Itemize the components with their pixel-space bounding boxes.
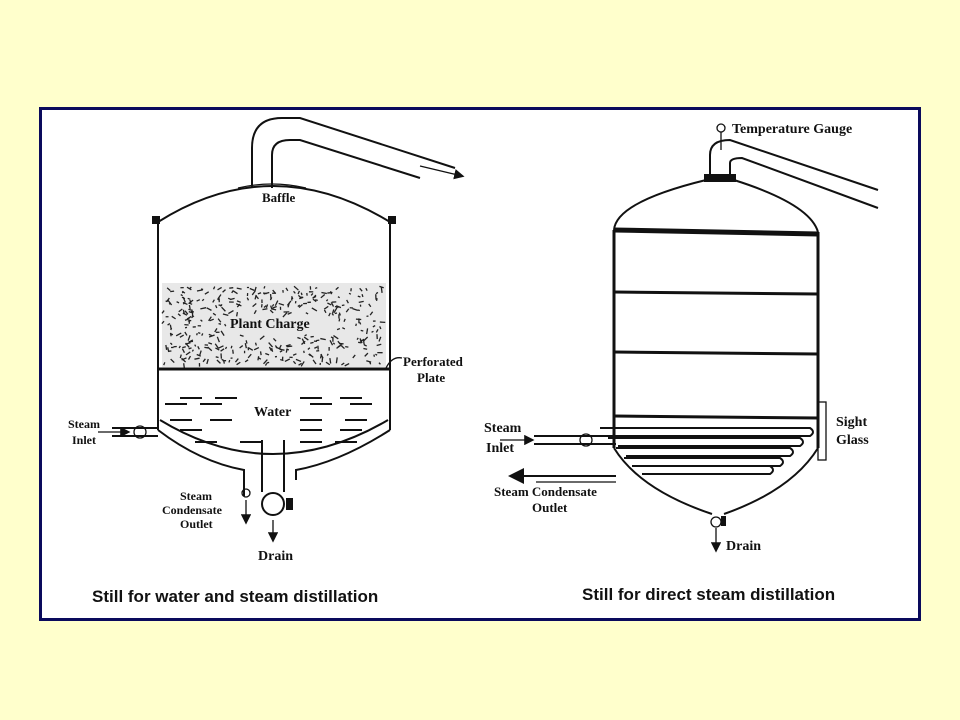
- plant-charge-texture: [161, 285, 386, 369]
- label-temperature-gauge: Temperature Gauge: [732, 122, 852, 137]
- right-vapor-pipe-bot: [729, 156, 879, 209]
- shelf-3: [613, 414, 819, 420]
- sight-glass: [817, 401, 827, 461]
- label-condensate-3: Outlet: [180, 517, 213, 531]
- perforated-leader: [385, 357, 403, 369]
- right-drain-valve: [710, 516, 722, 528]
- left-vapor-pipe-outer: [251, 117, 456, 188]
- left-vapor-pipe-inner: [271, 139, 421, 188]
- drain-valve-handle: [286, 498, 293, 510]
- label-condensate-1: Steam: [180, 489, 212, 503]
- steam-coils: [600, 427, 814, 475]
- lid-clamp-right: [388, 216, 396, 224]
- vapor-out-arrow: [419, 165, 465, 180]
- label-right-steam-2: Inlet: [486, 441, 514, 456]
- caption-left: Still for water and steam distillation: [92, 587, 378, 606]
- right-drain-handle: [721, 516, 726, 526]
- inner-bottom: [159, 419, 389, 455]
- right-vapor-pipe-top: [709, 138, 879, 191]
- right-dome-left: [613, 179, 707, 231]
- label-steam-inlet-1: Steam: [68, 417, 100, 431]
- neck-flange: [704, 174, 736, 182]
- temperature-gauge-bulb: [716, 123, 726, 133]
- label-sight-2: Glass: [836, 433, 869, 448]
- label-sight-1: Sight: [836, 415, 867, 430]
- label-perforated-1: Perforated: [403, 354, 464, 369]
- label-baffle: Baffle: [262, 190, 295, 205]
- label-steam-inlet-2: Inlet: [72, 433, 96, 447]
- lid-clamp-left: [152, 216, 160, 224]
- baffle-plate: [237, 183, 307, 189]
- label-water: Water: [254, 405, 291, 420]
- right-cone-right: [723, 447, 819, 515]
- condensate-valve: [241, 488, 251, 498]
- shelf-2: [613, 350, 819, 356]
- label-perforated-2: Plate: [417, 370, 445, 385]
- left-bottom-left: [157, 429, 245, 480]
- left-still: Baffle Plant Charge Perforated Plate Wat…: [68, 117, 465, 606]
- label-condensate-2: Condensate: [162, 503, 223, 517]
- label-right-drain: Drain: [726, 539, 761, 554]
- shelf-1: [613, 290, 819, 296]
- label-right-condensate-2: Outlet: [532, 500, 568, 515]
- right-dome-right: [733, 179, 819, 233]
- drain-valve: [261, 492, 285, 516]
- label-plant-charge: Plant Charge: [230, 317, 310, 332]
- right-steam-valve: [579, 433, 593, 447]
- left-bottom-right: [295, 429, 391, 480]
- label-right-steam-1: Steam: [484, 421, 522, 436]
- steam-inlet-valve: [133, 425, 147, 439]
- label-drain: Drain: [258, 549, 293, 564]
- right-cone-left: [613, 447, 713, 515]
- right-still: Temperature Gauge Sight Glass Steam Inle…: [484, 122, 879, 604]
- label-right-condensate-1: Steam Condensate: [494, 484, 597, 499]
- caption-right: Still for direct steam distillation: [582, 585, 835, 604]
- left-dome: [157, 185, 391, 223]
- plant-charge-bed: [162, 283, 386, 367]
- shelf-top: [613, 227, 819, 237]
